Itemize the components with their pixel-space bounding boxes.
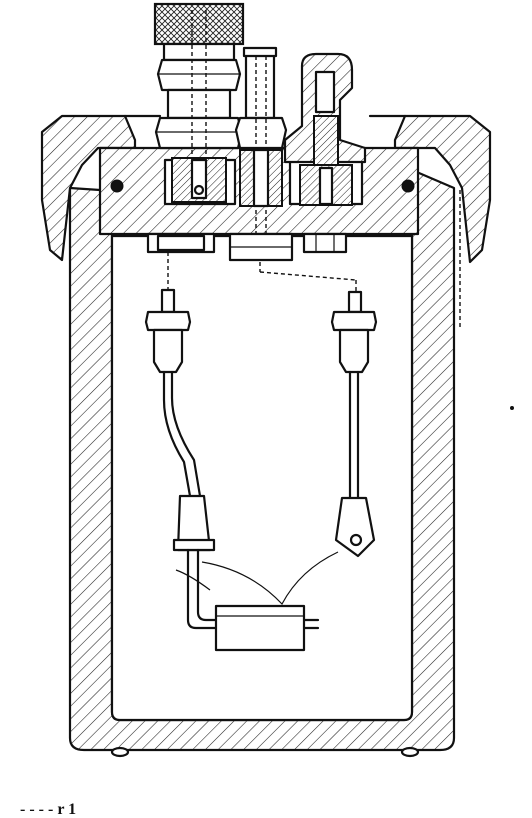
left-electrode-rod-2 [170,370,202,498]
o-ring-right [401,179,415,193]
centre-hex-nut [234,116,288,150]
left-electrode-nut [144,310,192,332]
right-clamp-screw [349,533,363,547]
left-electrode-tip [160,288,176,314]
o-ring-left [110,179,124,193]
valve-knob-collar [162,42,236,62]
elbow-inner-hatch [313,115,339,167]
right-lead-hidden-h2 [259,271,357,281]
centre-tube-cap [242,46,278,58]
bottom-nut-right [302,232,348,254]
fuse-wire-2 [175,569,211,591]
holder-arm-2 [196,548,320,622]
valve-body [166,88,232,120]
centre-tube [244,50,276,120]
left-clamp-band [172,538,216,552]
right-electrode-clamp [334,496,376,558]
vessel-foot-left [110,746,130,758]
caption-fragment: - - - - r 1 [20,801,76,818]
cap-nut-left [40,114,137,262]
right-electrode-sleeve [338,328,370,374]
left-electrode-sleeve [152,328,184,374]
bottom-nut-left-inner [156,234,206,252]
elbow-lower-bore [318,166,334,206]
vessel-foot-right [400,746,420,758]
crucible [214,604,306,652]
valve-ball [193,184,205,196]
right-electrode-tip [347,290,363,314]
centre-gland-bore [252,148,270,208]
right-electrode-nut [330,310,378,332]
valve-hex-nut-upper [156,58,242,92]
holder-arm [186,548,320,630]
valve-hex-nut-lower [154,116,244,150]
stray-mark [510,406,514,410]
elbow-bore [314,70,336,114]
valve-knob [153,2,245,46]
fuse-wire [201,551,339,606]
cap-nut-right [393,114,492,264]
left-electrode-rod [162,370,192,498]
